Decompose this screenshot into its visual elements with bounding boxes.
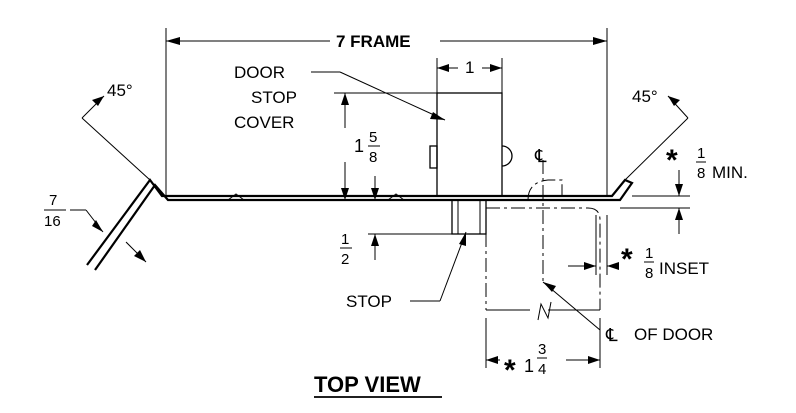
cl-symbol-top: ℄ xyxy=(534,146,547,166)
frame-profile xyxy=(86,178,634,271)
stop-depth-dimension xyxy=(368,233,452,260)
min-den: 8 xyxy=(697,165,705,182)
cover-height-den: 8 xyxy=(369,149,377,166)
stop-shape xyxy=(451,199,487,235)
cover-height-whole: 1 xyxy=(354,136,364,156)
inset-label: INSET xyxy=(659,259,709,278)
inset-star: * xyxy=(621,243,633,276)
inset-den: 8 xyxy=(645,265,653,282)
fraction-bars xyxy=(44,145,706,359)
door-thickness-dimension xyxy=(485,318,601,368)
view-title: TOP VIEW xyxy=(314,372,421,397)
door-stop-cover-leader xyxy=(311,71,446,121)
inset-dimension xyxy=(568,215,619,275)
stop-label: STOP xyxy=(346,292,392,311)
stop-word-label: STOP xyxy=(251,88,297,107)
angle-right-label: 45° xyxy=(632,87,658,106)
cl-door-leader xyxy=(542,281,601,331)
min-label: MIN. xyxy=(712,163,748,182)
door-whole: 1 xyxy=(524,356,534,376)
door-phantom xyxy=(485,179,601,321)
stop-leader xyxy=(410,231,467,302)
cl-of-door-label: OF DOOR xyxy=(634,325,713,344)
cover-height-num: 5 xyxy=(369,129,377,146)
cover-label: COVER xyxy=(234,113,294,132)
door-stop-cover-shape xyxy=(429,92,513,197)
door-star: * xyxy=(504,354,516,387)
door-num: 3 xyxy=(538,341,546,358)
min-num: 1 xyxy=(697,145,705,162)
return-num: 7 xyxy=(49,192,57,209)
cover-width-value: 1 xyxy=(465,58,474,77)
angle-dimensions xyxy=(81,95,689,181)
frame-dimension xyxy=(165,28,608,196)
inset-num: 1 xyxy=(645,245,653,262)
frame-label: 7 FRAME xyxy=(336,32,411,51)
door-label: DOOR xyxy=(234,63,285,82)
angle-left-label: 45° xyxy=(107,81,133,100)
cover-width-dimension xyxy=(436,58,503,93)
cl-symbol-door: ℄ xyxy=(605,325,618,345)
return-dimension xyxy=(70,209,147,263)
door-den: 4 xyxy=(538,361,546,378)
stop-depth-den: 2 xyxy=(341,251,349,268)
min-dimension xyxy=(620,170,690,234)
return-den: 16 xyxy=(44,213,61,230)
min-star: * xyxy=(666,144,678,177)
stop-depth-num: 1 xyxy=(341,231,349,248)
